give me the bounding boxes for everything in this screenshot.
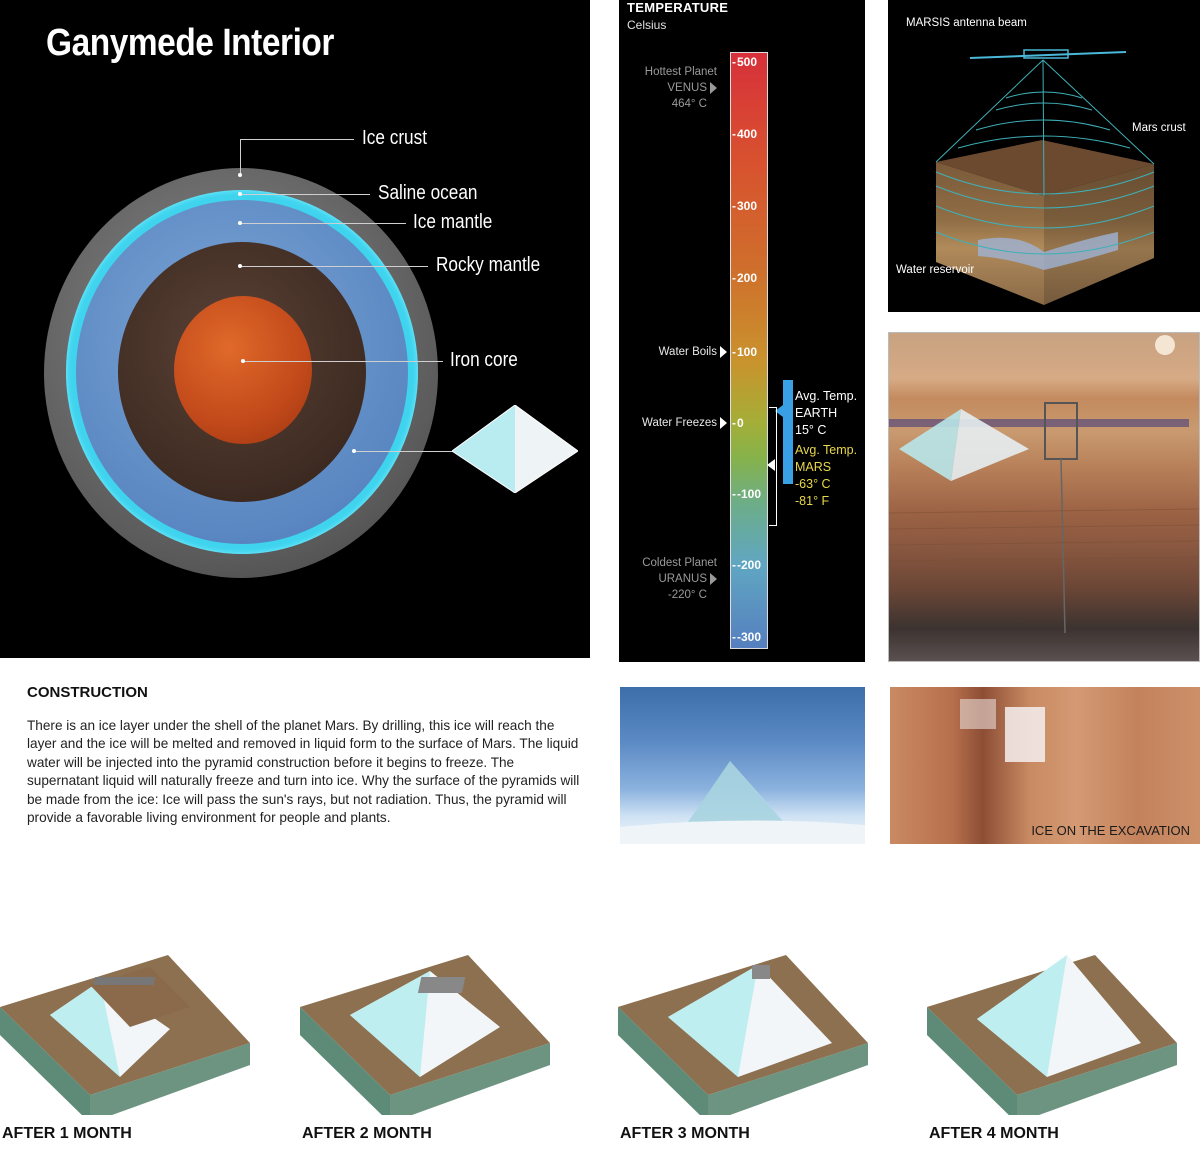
- excavation-caption: ICE ON THE EXCAVATION: [1031, 823, 1190, 838]
- label-ice-crust: Ice crust: [362, 127, 427, 149]
- leader-line: [354, 451, 454, 452]
- hottest-venus: VENUS: [667, 82, 707, 94]
- ice-excavation-photo: ICE ON THE EXCAVATION: [890, 687, 1200, 844]
- label-iron-core: Iron core: [450, 349, 518, 371]
- leader-line: [240, 223, 406, 224]
- label-saline-ocean: Saline ocean: [378, 182, 478, 204]
- ice-patch: [1005, 707, 1045, 762]
- tick-0: 0: [732, 416, 744, 430]
- pyramid-stage-1-graphic: [0, 955, 250, 1123]
- stage-3-month: AFTER 3 MONTH: [618, 955, 918, 1155]
- label-rocky-mantle: Rocky mantle: [436, 254, 541, 276]
- earth-line3: 15° C: [795, 423, 827, 437]
- stage-4-month: AFTER 4 MONTH: [927, 955, 1200, 1155]
- ganymede-interior-diagram: Ganymede Interior Ice crust Saline ocean…: [0, 0, 590, 658]
- pointer-arrow-icon: [710, 81, 717, 94]
- stage-label: AFTER 2 MONTH: [302, 1125, 432, 1142]
- stage-label: AFTER 1 MONTH: [2, 1125, 132, 1142]
- tick-minus-300: -300: [732, 630, 761, 644]
- construction-section: CONSTRUCTION There is an ice layer under…: [27, 684, 587, 827]
- construction-heading: CONSTRUCTION: [27, 684, 148, 701]
- mars-line3: -63° C: [795, 477, 831, 491]
- mars-line4: -81° F: [795, 494, 830, 508]
- hottest-planet-label: Hottest Planet VENUS 464° C: [645, 64, 717, 112]
- earth-range-bar: [783, 380, 793, 484]
- water-boils-label: Water Boils: [659, 344, 727, 360]
- stage-label: AFTER 3 MONTH: [620, 1125, 750, 1142]
- mars-drilling-scene-image: [888, 332, 1200, 662]
- marsis-radar-diagram: MARSIS antenna beam Mars crust Water res…: [888, 0, 1200, 312]
- leader-dot: [352, 449, 356, 453]
- stage-2-month: AFTER 2 MONTH: [300, 955, 600, 1155]
- mars-line1: Avg. Temp.: [795, 443, 858, 457]
- iron-core-layer: [174, 296, 312, 444]
- water-freezes-text: Water Freezes: [642, 417, 717, 429]
- earth-line2: EARTH: [795, 406, 838, 420]
- leader-dot: [238, 221, 242, 225]
- stage-1-month: AFTER 1 MONTH: [0, 955, 300, 1155]
- tick-500: 500: [732, 55, 757, 69]
- mars-avg-temp: Avg. Temp. MARS -63° C -81° F: [795, 442, 857, 510]
- coldest-planet-label: Coldest Planet URANUS -220° C: [642, 555, 717, 603]
- leader-dot: [238, 173, 242, 177]
- ice-pyramid-icon: [452, 405, 578, 493]
- ice-pyramid-photo: [620, 687, 865, 844]
- pointer-arrow-icon: [720, 416, 727, 429]
- tick-300: 300: [732, 199, 757, 213]
- mars-line2: MARS: [795, 460, 832, 474]
- label-ice-mantle: Ice mantle: [413, 211, 493, 233]
- leader-line: [240, 139, 241, 175]
- leader-line: [240, 266, 428, 267]
- pointer-arrow-icon: [710, 572, 717, 585]
- mars-range-bracket: [769, 407, 777, 526]
- stage-label: AFTER 4 MONTH: [929, 1125, 1059, 1142]
- water-freezes-label: Water Freezes: [642, 415, 727, 431]
- mars-crust-label: Mars crust: [1132, 122, 1186, 134]
- construction-body: There is an ice layer under the shell of…: [27, 718, 580, 826]
- tick-minus-200: -200: [732, 558, 761, 572]
- ice-patch: [960, 699, 996, 729]
- leader-dot: [241, 359, 245, 363]
- temperature-scale-chart: TEMPERATURE Celsius 500 400 300 200 100 …: [619, 0, 865, 662]
- pointer-arrow-icon: [720, 345, 727, 358]
- tick-400: 400: [732, 127, 757, 141]
- leader-line: [240, 194, 370, 195]
- coldest-line1: Coldest Planet: [642, 557, 717, 569]
- diagram-title: Ganymede Interior: [46, 22, 334, 64]
- pyramid-stage-3-graphic: [618, 955, 868, 1123]
- marsis-beam-label: MARSIS antenna beam: [906, 17, 1027, 29]
- tick-200: 200: [732, 271, 757, 285]
- drilling-scene-graphic: [889, 335, 1199, 634]
- coldest-temp: -220° C: [667, 589, 707, 601]
- tick-100: 100: [732, 345, 757, 359]
- water-reservoir-label: Water reservoir: [896, 264, 975, 276]
- pyramid-stage-4-graphic: [927, 955, 1177, 1123]
- earth-line1: Avg. Temp.: [795, 389, 858, 403]
- earth-pointer-icon: [775, 405, 783, 417]
- temperature-title: TEMPERATURE: [627, 0, 729, 15]
- earth-avg-temp: Avg. Temp. EARTH 15° C: [795, 388, 857, 439]
- temperature-unit: Celsius: [627, 18, 667, 32]
- pyramid-stage-2-graphic: [300, 955, 550, 1123]
- radar-beam-graphic: [935, 49, 1155, 305]
- mars-pointer-icon: [767, 459, 775, 471]
- hottest-line1: Hottest Planet: [644, 66, 717, 78]
- leader-line: [240, 139, 354, 140]
- coldest-uranus: URANUS: [658, 573, 707, 585]
- hottest-temp: 464° C: [671, 98, 707, 110]
- leader-line: [243, 361, 443, 362]
- ice-pyramid-graphic: [620, 761, 865, 844]
- tick-minus-100: -100: [732, 487, 761, 501]
- leader-dot: [238, 264, 242, 268]
- water-boils-text: Water Boils: [658, 346, 717, 358]
- leader-dot: [238, 192, 242, 196]
